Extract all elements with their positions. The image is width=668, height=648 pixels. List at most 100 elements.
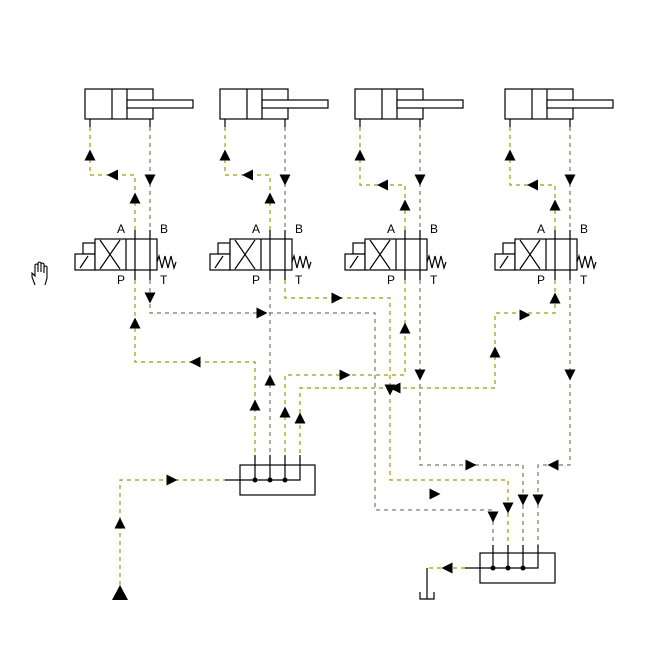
solenoid-icon <box>74 253 96 271</box>
flow-arrow-icon <box>414 174 426 186</box>
flow-arrow-icon <box>547 459 559 471</box>
junction-dot <box>252 477 258 483</box>
flow-line <box>299 280 556 465</box>
flow-arrow-icon <box>219 149 231 161</box>
flow-arrow-icon <box>549 292 561 304</box>
flow-line <box>89 127 136 230</box>
flow-arrow-icon <box>144 174 156 186</box>
port-label-b: B <box>295 222 303 236</box>
valve-cross-arrow <box>519 239 541 270</box>
flow-arrow-icon <box>279 406 291 418</box>
cylinder-body <box>504 88 574 120</box>
flow-arrow-icon <box>339 369 351 381</box>
manifold-line <box>465 545 539 569</box>
cylinder-rod <box>396 99 464 109</box>
flow-arrow-icon <box>489 346 501 358</box>
port-label-t: T <box>580 273 588 287</box>
solenoid-icon <box>214 255 224 269</box>
flow-arrow-icon <box>487 511 499 523</box>
flow-arrow-icon <box>264 374 276 386</box>
port-label-p: P <box>252 273 260 287</box>
flow-arrow-icon <box>166 474 178 486</box>
flow-arrow-icon <box>429 488 441 500</box>
solenoid-icon <box>209 253 231 271</box>
junction-dot <box>490 565 496 571</box>
port-label-p: P <box>117 273 125 287</box>
flow-arrow-icon <box>144 292 156 304</box>
flow-arrow-icon <box>377 179 388 191</box>
port-label-b: B <box>580 222 588 236</box>
flow-arrow-icon <box>517 494 529 506</box>
flow-arrow-icon <box>242 169 253 181</box>
flow-arrows <box>84 149 576 574</box>
junction-dot <box>282 477 288 483</box>
port-label-a: A <box>117 222 125 236</box>
tank-icon <box>419 592 435 600</box>
manifold-line <box>225 455 301 481</box>
flow-arrow-icon <box>527 179 538 191</box>
flow-line <box>284 280 509 553</box>
port-label-b: B <box>430 222 438 236</box>
flow-line <box>134 280 256 465</box>
flow-arrow-icon <box>84 149 96 161</box>
junction-dot <box>505 565 511 571</box>
solenoid-icon <box>499 255 509 269</box>
flow-line <box>224 127 271 230</box>
flow-arrow-icon <box>129 317 141 329</box>
flow-line <box>359 127 406 230</box>
port-label-p: P <box>537 273 545 287</box>
flow-arrow-icon <box>114 517 126 529</box>
solenoid-icon <box>349 255 359 269</box>
flow-arrow-icon <box>532 494 544 506</box>
spring-icon <box>291 253 312 271</box>
flow-arrow-icon <box>399 199 411 211</box>
spring-icon <box>156 253 177 271</box>
flow-arrow-icon <box>249 399 261 411</box>
valve-cross-arrow <box>369 239 391 270</box>
valve-cross-arrow <box>99 239 121 270</box>
flow-arrow-icon <box>504 149 516 161</box>
flow-arrow-icon <box>564 174 576 186</box>
flow-arrow-icon <box>279 174 291 186</box>
port-label-b: B <box>160 222 168 236</box>
manual-override <box>217 242 231 255</box>
port-label-t: T <box>430 273 438 287</box>
hand-cursor-icon <box>31 261 48 286</box>
flow-arrow-icon <box>399 322 411 334</box>
flow-arrow-icon <box>502 502 514 514</box>
cylinder-body <box>354 88 424 120</box>
cylinder-rod <box>261 99 329 109</box>
solenoid-icon <box>494 253 516 271</box>
flow-arrow-icon <box>129 192 141 204</box>
flow-arrow-icon <box>564 369 576 381</box>
port-label-p: P <box>387 273 395 287</box>
flow-arrow-icon <box>189 356 201 368</box>
junction-dot <box>267 477 273 483</box>
spring-icon <box>426 253 447 271</box>
pressure-source-icon <box>112 585 128 600</box>
flow-arrow-icon <box>264 192 276 204</box>
flow-line <box>419 280 524 553</box>
flow-arrow-icon <box>354 149 366 161</box>
flow-line <box>537 280 571 553</box>
manual-override <box>82 242 96 255</box>
port-label-t: T <box>295 273 303 287</box>
manual-override <box>352 242 366 255</box>
cylinder-rod <box>546 99 614 109</box>
flow-arrow-icon <box>107 169 118 181</box>
flow-arrow-icon <box>389 382 401 394</box>
solenoid-icon <box>79 255 89 269</box>
flow-line <box>119 479 225 585</box>
flow-line <box>149 280 494 553</box>
flow-arrow-icon <box>465 459 477 471</box>
flow-arrow-icon <box>294 412 306 424</box>
flow-arrow-icon <box>519 309 531 321</box>
junction-dot <box>520 565 526 571</box>
port-label-t: T <box>160 273 168 287</box>
flow-arrow-icon <box>331 292 343 304</box>
valve-cross-arrow <box>234 239 256 270</box>
port-label-a: A <box>252 222 260 236</box>
flow-line <box>509 127 556 230</box>
